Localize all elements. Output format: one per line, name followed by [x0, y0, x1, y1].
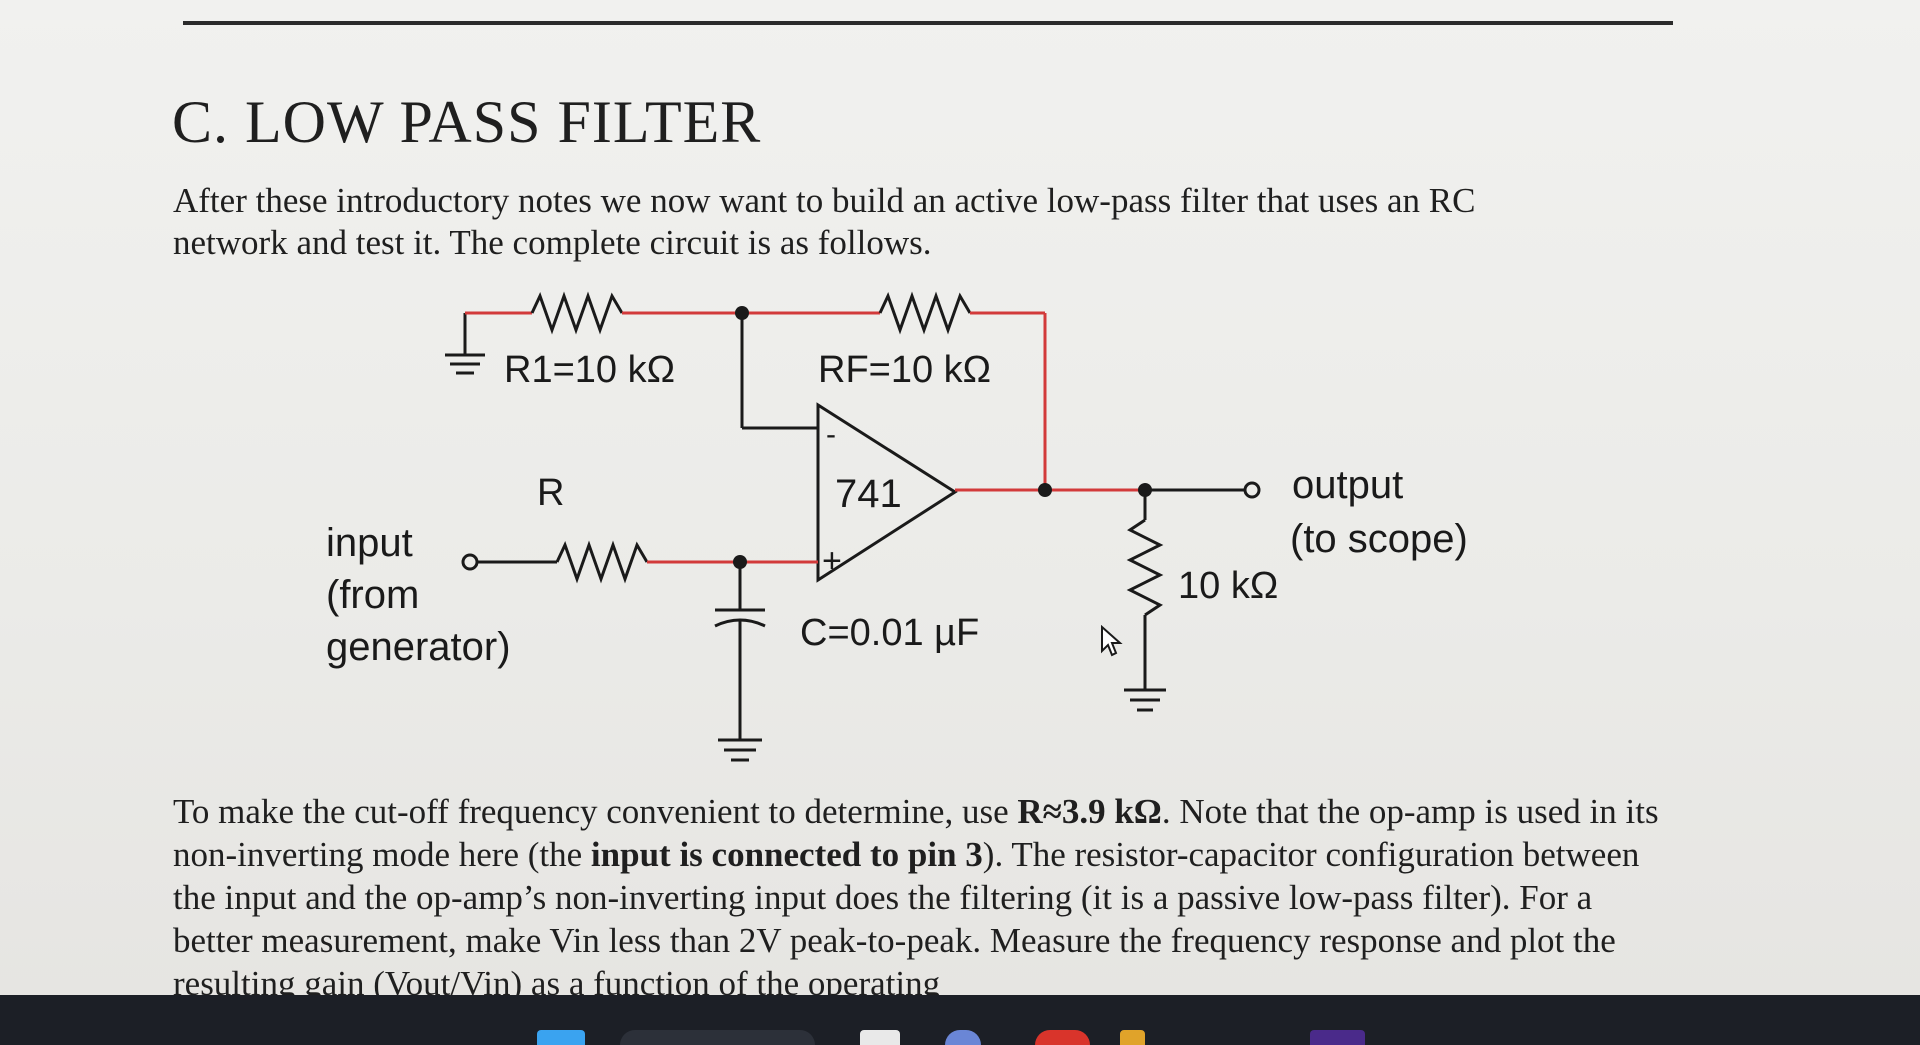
- r-label: R: [537, 472, 564, 514]
- search-icon[interactable]: [620, 1030, 815, 1045]
- instructions-text-2: . Note that the op-amp is used in its no…: [173, 792, 1659, 874]
- horizontal-rule: [183, 21, 1673, 25]
- r1-label: R1=10 kΩ: [504, 349, 675, 391]
- app-icon-yellow[interactable]: [1120, 1030, 1145, 1045]
- feedback-wire: [740, 313, 818, 430]
- input-terminal: [461, 553, 479, 571]
- junction-dot-output: [1038, 483, 1052, 497]
- instructions-text-1: To make the cut-off frequency convenient…: [173, 792, 1018, 831]
- junction-dot-top: [735, 306, 749, 320]
- r1-resistor: [465, 291, 742, 335]
- rf-resistor: [742, 291, 1047, 490]
- input-label-line-3: generator): [326, 625, 511, 669]
- section-heading: C. LOW PASS FILTER: [172, 89, 762, 155]
- r-resistor: [477, 540, 818, 584]
- load-resistor: [1124, 490, 1166, 712]
- browser-icon[interactable]: [945, 1030, 981, 1045]
- file-explorer-icon[interactable]: [860, 1030, 900, 1045]
- instructions-text-3: ). The resistor-capacitor configuration …: [173, 835, 1640, 1003]
- load-label: 10 kΩ: [1178, 565, 1278, 607]
- resistor-value-bold: R≈3.9 kΩ: [1017, 792, 1162, 831]
- cap-label: C=0.01 µF: [800, 612, 979, 654]
- ground-symbol-r1: [445, 313, 485, 375]
- inverting-input-label: -: [826, 418, 836, 451]
- opamp-label: 741: [835, 472, 902, 516]
- windows-start-icon[interactable]: [537, 1030, 585, 1045]
- output-terminal: [1243, 481, 1261, 499]
- intro-paragraph: After these introductory notes we now wa…: [173, 180, 1673, 264]
- pin-connection-bold: input is connected to pin 3: [590, 835, 983, 874]
- capacitor: [714, 562, 766, 762]
- document-page: C. LOW PASS FILTER After these introduct…: [0, 0, 1920, 1003]
- rf-label: RF=10 kΩ: [818, 349, 991, 391]
- input-label-line-2: (from: [326, 573, 419, 617]
- input-label-line-1: input: [326, 521, 413, 565]
- intro-line-2: network and test it. The complete circui…: [173, 223, 932, 262]
- instructions-paragraph: To make the cut-off frequency convenient…: [173, 790, 1673, 1005]
- opamp-741: [816, 402, 958, 583]
- output-label-line-1: output: [1292, 463, 1403, 507]
- intro-line-1: After these introductory notes we now wa…: [173, 181, 1476, 220]
- app-icon-red[interactable]: [1035, 1030, 1090, 1045]
- mouse-cursor-icon: [1101, 625, 1123, 657]
- app-icon-purple[interactable]: [1310, 1030, 1365, 1045]
- output-label-line-2: (to scope): [1290, 517, 1468, 561]
- noninverting-input-label: +: [822, 542, 842, 580]
